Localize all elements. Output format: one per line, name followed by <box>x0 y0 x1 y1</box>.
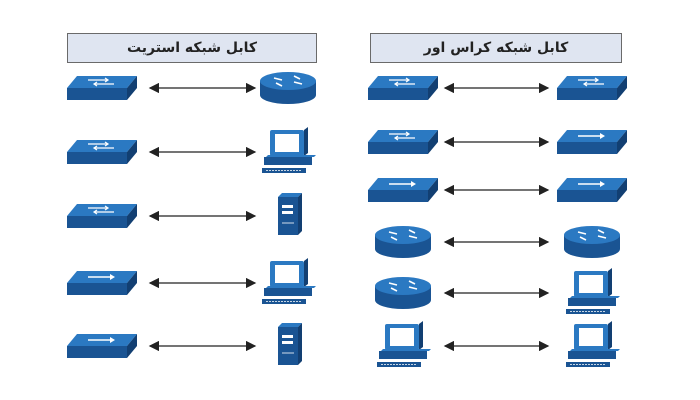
panel2-row5-right-pc-icon <box>566 268 620 314</box>
panel2-row3-left-hub-icon <box>368 178 438 202</box>
panel1-row3-right-server-icon <box>278 193 302 235</box>
panel2-row4-right-router-icon <box>564 226 620 258</box>
panel2-row4-left-router-icon <box>375 226 431 258</box>
panel1-row4-right-pc-icon <box>262 258 316 304</box>
panel2-row6-left-pc-icon <box>377 321 431 367</box>
panel2-row1-right-switch-icon <box>557 76 627 100</box>
panel2-row2-right-hub-icon <box>557 130 627 154</box>
panel2-row5-left-router-icon <box>375 277 431 309</box>
straight-cable-header: کابل شبکه استریت <box>67 33 317 63</box>
panel2-row2-left-switch-icon <box>368 130 438 154</box>
panel1-row2-left-switch-icon <box>67 140 137 164</box>
panel1-row3-left-switch-icon <box>67 204 137 228</box>
panel1-row2-right-pc-icon <box>262 127 316 173</box>
crossover-cable-header: کابل شبکه کراس اور <box>370 33 622 63</box>
panel1-row4-left-hub-icon <box>67 271 137 295</box>
panel2-row3-right-hub-icon <box>557 178 627 202</box>
panel1-row1-left-switch-icon <box>67 76 137 100</box>
panel1-row5-left-hub-icon <box>67 334 137 358</box>
panel1-row1-right-router-icon <box>260 72 316 104</box>
panel2-row1-left-switch-icon <box>368 76 438 100</box>
panel2-row6-right-pc-icon <box>566 321 620 367</box>
panel1-row5-right-server-icon <box>278 323 302 365</box>
